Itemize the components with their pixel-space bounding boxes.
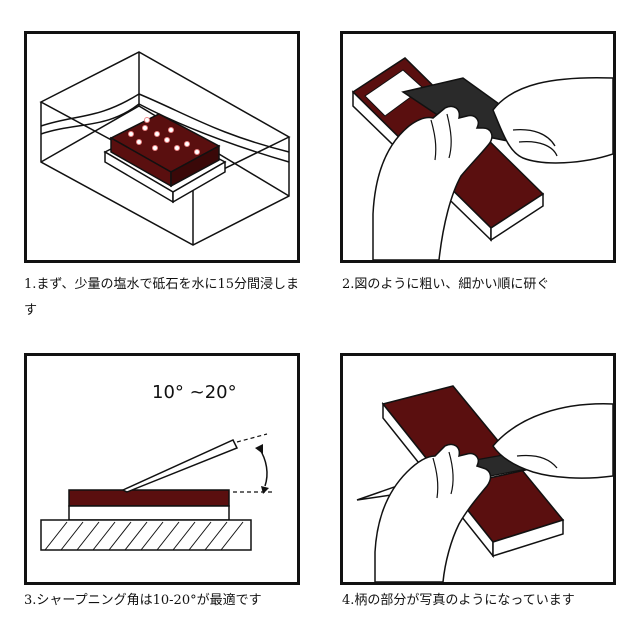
- step4-handle-panel: [340, 353, 616, 585]
- step4-caption: 4.柄の部分が写真のようになっています: [342, 593, 575, 608]
- step2-sharpen-panel: [340, 31, 616, 263]
- handle-grip-illustration: [356, 385, 613, 582]
- step1-caption: 1.まず、少量の塩水で砥石を水に15分間浸します: [24, 277, 300, 318]
- step3-angle-panel: [24, 353, 300, 585]
- sharpening-hands-illustration: [351, 57, 613, 260]
- step3-caption: 3.シャープニング角は10-20°が最適です: [24, 593, 262, 608]
- angle-range-label: 10° ~20°: [152, 382, 237, 403]
- sharpening-angle-diagram: [40, 433, 275, 551]
- step2-caption: 2.図のように粗い、細かい順に研ぐ: [342, 277, 550, 292]
- soaking-stone-illustration: [39, 51, 291, 246]
- step1-soak-panel: [24, 31, 300, 263]
